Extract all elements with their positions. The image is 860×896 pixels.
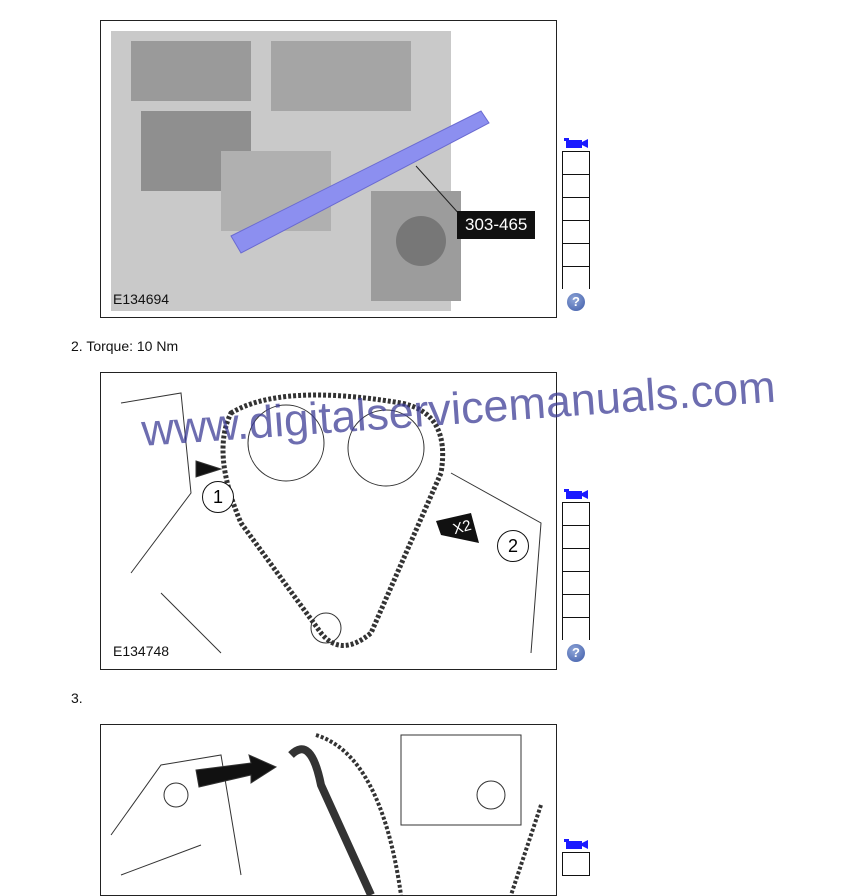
- figure-id: E134694: [113, 291, 170, 307]
- figure-chain-guide: [100, 724, 557, 896]
- figure-toolbar: ?: [562, 137, 590, 311]
- toolbar-slot[interactable]: [562, 197, 590, 220]
- figure-camshaft-tool: 303-465 E134694: [100, 20, 557, 318]
- toolbar-slot[interactable]: [562, 617, 590, 640]
- camera-icon[interactable]: [564, 488, 588, 500]
- toolbar-slot[interactable]: [562, 548, 590, 571]
- camera-icon[interactable]: [564, 137, 588, 149]
- timing-chain-illustration: [120, 392, 542, 654]
- toolbar-slot[interactable]: [562, 151, 590, 174]
- callout-2: 2: [497, 530, 529, 562]
- toolbar-slot[interactable]: [562, 525, 590, 548]
- toolbar-slot[interactable]: [562, 852, 590, 876]
- tool-number-callout: 303-465: [457, 211, 536, 239]
- help-icon[interactable]: ?: [567, 644, 585, 662]
- toolbar-slot[interactable]: [562, 243, 590, 266]
- camera-icon[interactable]: [564, 838, 588, 850]
- figure-toolbar: [562, 838, 590, 876]
- toolbar-slot[interactable]: [562, 174, 590, 197]
- figure-timing-chain: X2 1 2 E134748: [100, 372, 557, 670]
- step-text: 2. Torque: 10 Nm: [71, 338, 179, 354]
- chain-guide-illustration: [110, 733, 543, 895]
- toolbar-slot[interactable]: [562, 502, 590, 525]
- help-icon[interactable]: ?: [567, 293, 585, 311]
- step-text: 3.: [71, 690, 83, 706]
- toolbar-slot[interactable]: [562, 571, 590, 594]
- figure-id: E134748: [113, 643, 170, 659]
- toolbar-slot[interactable]: [562, 594, 590, 617]
- toolbar-slot[interactable]: [562, 220, 590, 243]
- figure-toolbar: ?: [562, 488, 590, 662]
- callout-1: 1: [202, 481, 234, 513]
- engine-illustration: [111, 31, 490, 311]
- toolbar-slot[interactable]: [562, 266, 590, 289]
